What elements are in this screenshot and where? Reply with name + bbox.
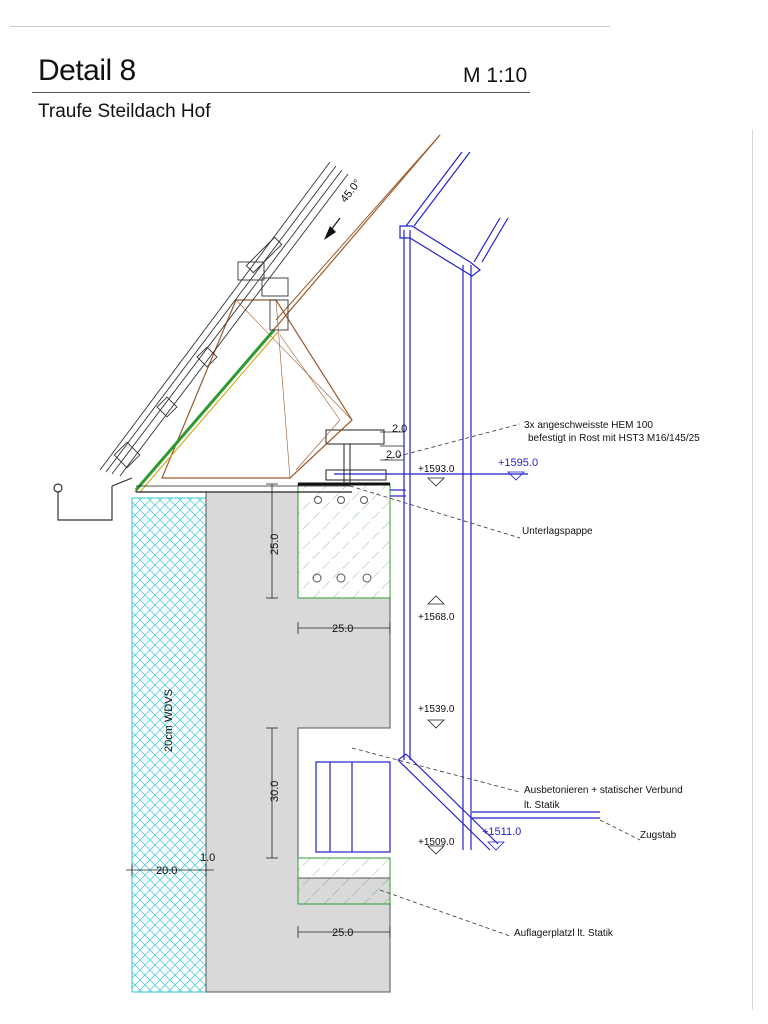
label-zugstab: Zugstab [640, 830, 677, 841]
label-hem-line1: 3x angeschweisste HEM 100 [524, 420, 653, 431]
ring-beam [297, 482, 391, 599]
leader-lines [349, 423, 641, 937]
roof-tiles [99, 161, 349, 477]
label-ausbetonieren-line1: Ausbetonieren + statischer Verbund [524, 785, 683, 796]
bearing-pad [297, 857, 391, 905]
dim-25-0-horizontal-lower: 25.0 [332, 927, 353, 939]
label-unterlagspappe: Unterlagspappe [522, 526, 593, 537]
dim-1-0: 1.0 [200, 852, 215, 864]
right-border [752, 130, 753, 1010]
steel-frame [315, 151, 600, 853]
roof-gutter [53, 477, 133, 521]
wdvs-insulation [131, 497, 207, 993]
label-auflager: Auflagerplatzl lt. Statik [514, 928, 614, 939]
drawing-subtitle: Traufe Steildach Hof [38, 101, 211, 122]
hem-bracket [325, 429, 387, 486]
pitch-arrowhead-icon [324, 226, 336, 240]
label-hem-line2: befestigt in Rost mit HST3 M16/145/25 [528, 433, 700, 444]
drawing-title: Detail 8 [38, 54, 136, 87]
dim-2-0-a: 2.0 [392, 423, 407, 435]
top-rule [10, 26, 610, 27]
level-markers [427, 471, 525, 855]
title-underline [32, 92, 530, 93]
label-wdvs: 20cm WDVS [163, 689, 175, 752]
dimension-lines [126, 431, 404, 938]
dim-25-0-vertical: 25.0 [269, 534, 281, 555]
level-1595: +1595.0 [498, 457, 538, 469]
dim-2-0-b: 2.0 [386, 449, 401, 461]
roof-structure [134, 134, 441, 493]
level-1511: +1511.0 [482, 826, 521, 838]
dim-20-0: 20.0 [156, 865, 177, 877]
level-1539: +1539.0 [418, 704, 455, 715]
label-ausbetonieren-line2: lt. Statik [524, 800, 561, 811]
dim-30-0-vertical: 30.0 [269, 781, 281, 802]
dim-25-0-horizontal-upper: 25.0 [332, 623, 353, 635]
drawing-scale: M 1:10 [463, 64, 528, 87]
level-1509: +1509.0 [418, 837, 455, 848]
level-1568: +1568.0 [418, 612, 455, 623]
level-1593: +1593.0 [418, 464, 455, 475]
